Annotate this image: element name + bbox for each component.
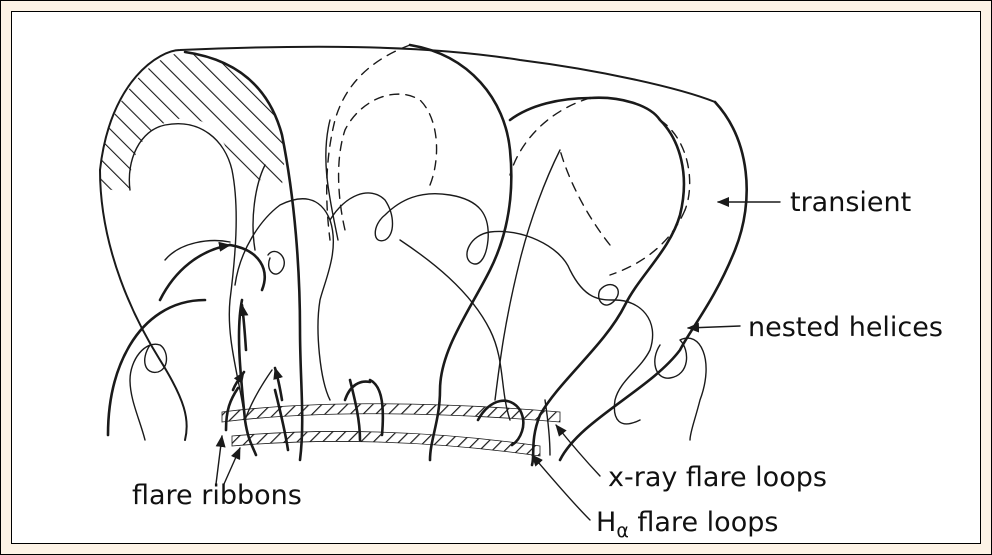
transient-label: transient	[790, 187, 911, 218]
nested-helices	[129, 120, 706, 440]
flare-ribbons	[222, 404, 560, 456]
halpha-rest: flare loops	[629, 507, 779, 538]
field-lines	[108, 245, 550, 455]
halpha-flare-loops-label: Hα flare loops	[596, 507, 778, 542]
nested-helices-label: nested helices	[748, 312, 943, 343]
halpha-sub: α	[616, 520, 629, 542]
halpha-h: H	[596, 507, 616, 538]
flare-ribbons-label: flare ribbons	[132, 480, 302, 511]
xray-flare-loops-label: x-ray flare loops	[608, 462, 827, 493]
